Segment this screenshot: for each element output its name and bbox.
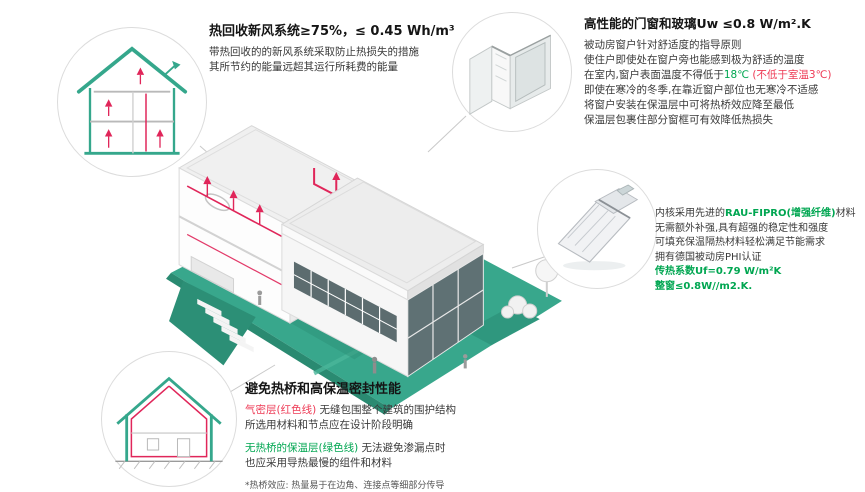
isometric-house-illustration <box>166 125 562 415</box>
airtight-text: 无缝包围整个建筑的围护结构 <box>316 404 457 416</box>
windows-desc-5: 将窗户安装在保温层中可将热桥效应降至最低 <box>584 99 794 111</box>
envelope-house-illustration <box>115 376 223 470</box>
house-structure <box>76 46 188 155</box>
profile-material-green: RAU-FIPRO(增强纤维) <box>725 208 836 219</box>
ventilation-detail-circle <box>57 27 207 177</box>
profile-core-text: 内核采用先进的 <box>655 208 725 219</box>
window-corner-detail-circle <box>452 12 572 132</box>
temp-text: 在室内,窗户表面温度不得低于 <box>584 69 724 81</box>
profile-line-2: 无需额外补强,具有超强的稳定性和强度 <box>655 222 829 234</box>
window-corner-illustration <box>469 34 551 115</box>
airtight-line-1: 气密层(红色线) 无缝包围整个建筑的围护结构 <box>245 403 565 418</box>
windows-desc-4: 即使在寒冷的冬季,在靠近窗户部位也无寒冷不适感 <box>584 84 819 96</box>
windows-desc-1: 被动房窗户针对舒适度的指导原则 <box>584 39 742 51</box>
ventilation-section: 热回收新风系统≥75%，≤ 0.45 Wh/m³ 带热回收的的新风系统采取防止热… <box>209 20 479 75</box>
profile-material-suffix: 材料 <box>835 208 856 219</box>
interior <box>131 432 207 458</box>
window-profile-illustration <box>557 184 639 271</box>
profile-line-1: 内核采用先进的RAU-FIPRO(增强纤维)材料 <box>655 207 865 222</box>
profile-line-4: 拥有德国被动房PHI认证 <box>655 251 762 263</box>
windows-title: 高性能的门窗和玻璃Uw ≤0.8 W/m².K <box>584 16 811 31</box>
airflow-arrows <box>104 60 181 152</box>
profile-line-3: 可填充保温隔热材料轻松满足节能需求 <box>655 237 825 248</box>
profile-cross-section <box>557 184 639 271</box>
ventilation-title: 热回收新风系统≥75%，≤ 0.45 Wh/m³ <box>209 24 455 39</box>
temp-note-red: (不低于室温3℃) <box>749 69 832 81</box>
frame-profile-detail-circle <box>537 169 657 289</box>
profile-uf-value: 传热系数Uf=0.79 W/m²K <box>655 266 782 277</box>
airtight-label-red: 气密层(红色线) <box>245 404 317 416</box>
thermal-footnote: *热桥效应: 热量易于在边角、连接点等细部分传导 <box>245 481 445 491</box>
window-corner <box>469 34 551 115</box>
ventilation-desc-2: 其所节约的能量远超其运行所耗费的能量 <box>209 61 398 73</box>
insulation-label-green: 无热桥的保温层(绿色线) <box>245 442 359 454</box>
temp-value-green: 18℃ <box>723 69 749 81</box>
windows-desc-6: 保温层包裹住部分窗框可有效降低热损失 <box>584 114 773 126</box>
windows-section: 高性能的门窗和玻璃Uw ≤0.8 W/m².K 被动房窗户针对舒适度的指导原则 … <box>584 13 864 128</box>
profile-section: 内核采用先进的RAU-FIPRO(增强纤维)材料 无需额外补强,具有超强的稳定性… <box>655 207 865 294</box>
profile-uw-value: 整窗≤0.8W//m2.K. <box>655 280 753 292</box>
airtight-line-2: 所选用材料和节点应在设计阶段明确 <box>245 419 413 431</box>
insulation-line-2: 也应采用导热最慢的组件和材料 <box>245 457 392 469</box>
house-cross-section-illustration <box>76 46 188 155</box>
windows-desc-3: 在室内,窗户表面温度不得低于18℃ (不低于室温3℃) <box>584 68 864 83</box>
airtight-layer-red <box>130 385 208 458</box>
envelope-detail-circle <box>101 351 237 487</box>
insulation-text: 无法避免渗漏点时 <box>358 442 446 454</box>
right-building <box>280 177 485 378</box>
thermal-section: 避免热桥和高保温密封性能 气密层(红色线) 无缝包围整个建筑的围护结构 所选用材… <box>245 378 565 492</box>
ground <box>115 460 223 470</box>
garden-stairs <box>197 298 254 353</box>
people-figures <box>371 354 468 374</box>
spacer <box>245 433 565 441</box>
insulation-layer-green <box>116 376 222 462</box>
ventilation-desc-1: 带热回收的的新风系统采取防止热损失的措施 <box>209 46 419 58</box>
thermal-title: 避免热桥和高保温密封性能 <box>245 382 402 397</box>
windows-desc-2: 使住户即使处在窗户旁也能感到极为舒适的温度 <box>584 54 805 66</box>
insulation-line-1: 无热桥的保温层(绿色线) 无法避免渗漏点时 <box>245 441 565 456</box>
